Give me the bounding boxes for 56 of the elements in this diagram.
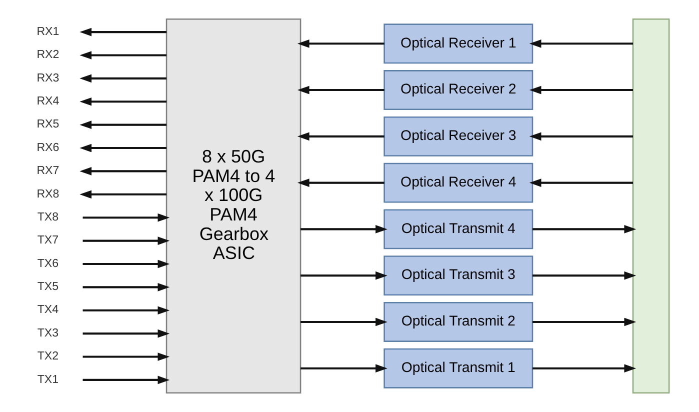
arrow <box>82 283 170 292</box>
node-text: RX8 <box>36 188 60 200</box>
node-text: RX2 <box>36 49 60 62</box>
arrow <box>80 51 167 60</box>
arrow <box>300 225 388 234</box>
arrow <box>300 364 388 373</box>
arrow <box>300 318 388 326</box>
node-text: TX1 <box>37 374 59 386</box>
node-text: TX7 <box>37 234 59 247</box>
node-box: Optical Receiver 3 <box>384 116 534 156</box>
node-text: RX6 <box>36 142 60 154</box>
node-text: TX5 <box>37 281 59 294</box>
node-text: RX4 <box>36 95 60 108</box>
node-box: Optical Transmit 3 <box>384 256 534 296</box>
arrow <box>529 178 633 187</box>
arrow <box>529 86 633 94</box>
arrow <box>532 271 636 280</box>
arrow <box>82 213 170 222</box>
node-box: Optical Receiver 4 <box>384 162 534 203</box>
arrow <box>80 144 167 152</box>
arrow <box>80 97 167 106</box>
arrow <box>80 190 167 199</box>
node-text: TX4 <box>37 304 59 316</box>
node-box: Optical Receiver 1 <box>384 24 534 64</box>
node-text: RX5 <box>36 118 60 131</box>
arrow <box>82 260 170 268</box>
arrow <box>300 271 388 280</box>
node-text: TX8 <box>37 211 59 224</box>
arrow <box>82 306 170 315</box>
node-text: RX7 <box>36 165 60 178</box>
node-box: Optical Transmit 2 <box>384 302 534 342</box>
arrow <box>82 329 170 338</box>
node-text: RX1 <box>36 26 60 38</box>
node-text: TX3 <box>37 327 59 340</box>
node-text: RX3 <box>36 72 60 84</box>
arrow <box>529 39 633 48</box>
arrow <box>297 178 384 187</box>
node-text: TX6 <box>37 258 59 270</box>
arrow <box>297 86 384 94</box>
arrow <box>80 74 167 83</box>
arrow <box>80 28 167 36</box>
node-box: Optical Receiver 2 <box>384 70 534 110</box>
arrow <box>532 225 636 234</box>
arrow <box>82 352 170 361</box>
arrow <box>297 39 384 48</box>
arrow <box>529 132 633 141</box>
node-box: Optical Transmit 1 <box>384 348 534 388</box>
arrow <box>80 167 167 176</box>
arrow <box>82 236 170 245</box>
arrow <box>82 376 170 384</box>
arrow <box>297 132 384 141</box>
arrow <box>532 318 636 326</box>
node-box: Optical Transmit 4 <box>384 209 534 250</box>
node-text: TX2 <box>37 350 59 363</box>
arrow <box>532 364 636 373</box>
arrow <box>80 120 167 129</box>
